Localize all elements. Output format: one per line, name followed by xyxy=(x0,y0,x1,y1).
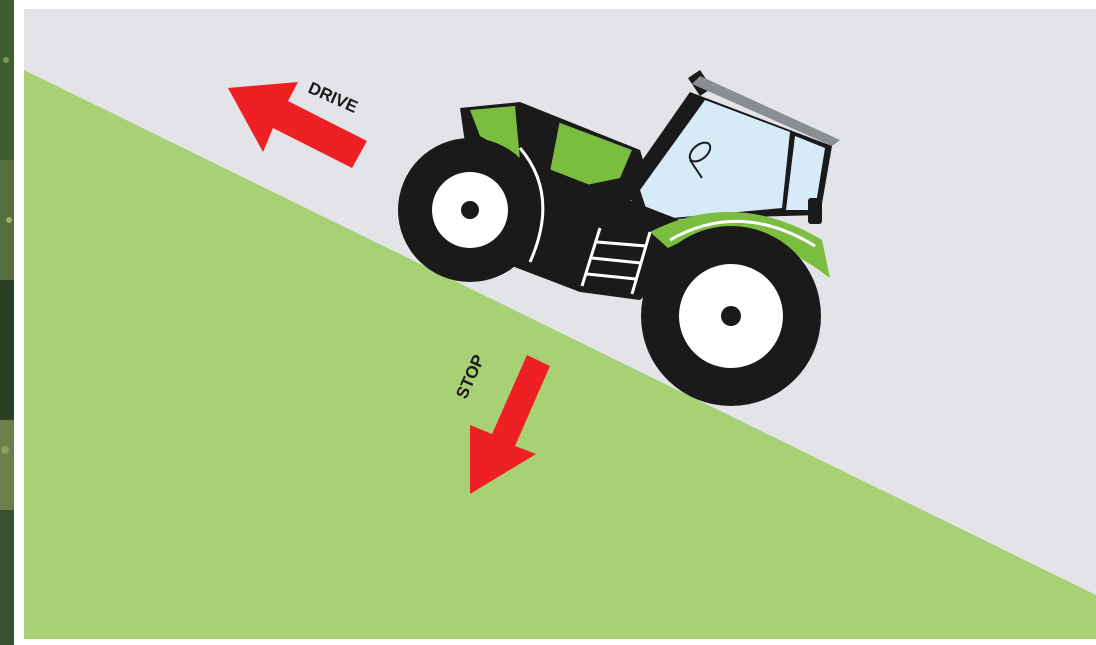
background-photo-strip xyxy=(0,0,14,645)
slope-diagram: DRIVE STOP xyxy=(24,9,1096,639)
